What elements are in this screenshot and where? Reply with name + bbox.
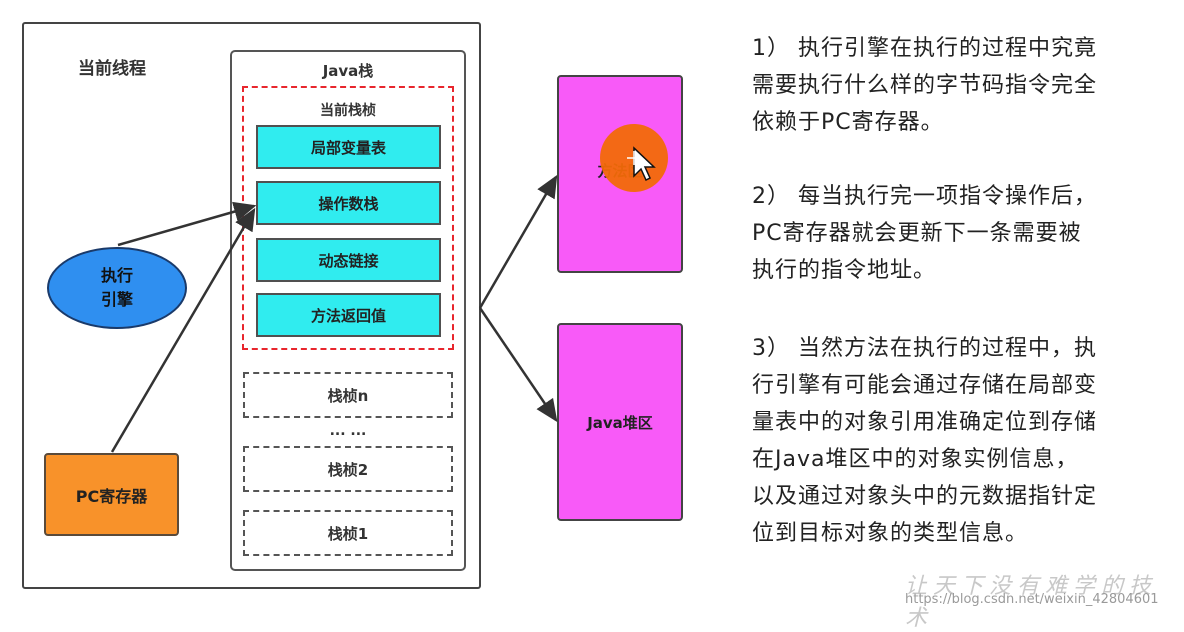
note-3-line: 位到目标对象的类型信息。 [752,521,1029,546]
note-2-line: 2） 每当执行完一项指令操作后， [752,184,1097,209]
note-3-line: 3） 当然方法在执行的过程中，执 [752,336,1097,361]
stack-to-heap-arrow [478,307,558,423]
operand-stack: 操作数栈 [256,181,441,225]
execution-engine-label-line1: 执行 [100,266,133,285]
note-3: 3） 当然方法在执行的过程中，执 行引擎有可能会通过存储在局部变 量表中的对象引… [752,330,1172,552]
execution-engine: 执行 引擎 [47,247,187,329]
current-frame-title: 当前栈桢 [320,103,376,119]
execution-engine-label-line2: 引擎 [100,290,133,309]
note-2: 2） 每当执行完一项指令操作后， PC寄存器就会更新下一条需要被 执行的指令地址… [752,178,1172,289]
note-1-line: 依赖于PC寄存器。 [752,110,944,135]
arrows-layer [110,146,656,453]
note-3-line: 量表中的对象引用准确定位到存储 [752,410,1098,435]
note-3-line: 在Java堆区中的对象实例信息， [752,447,1079,472]
dynamic-linking: 动态链接 [256,238,441,282]
pc-register: PC寄存器 [44,453,179,536]
local-variable-table: 局部变量表 [256,125,441,169]
current-thread-title: 当前线程 [78,59,146,79]
note-1: 1） 执行引擎在执行的过程中究竟 需要执行什么样的字节码指令完全 依赖于PC寄存… [752,30,1172,141]
java-heap: Java堆区 [557,323,683,521]
note-1-line: 需要执行什么样的字节码指令完全 [752,73,1098,98]
note-2-line: 执行的指令地址。 [752,258,937,283]
return-address: 方法返回值 [256,293,441,337]
watermark-url: https://blog.csdn.net/weixin_42804601 [905,592,1159,607]
note-1-line: 1） 执行引擎在执行的过程中究竟 [752,36,1097,61]
frame-ellipsis: ... ... [329,423,367,439]
java-stack-title: Java栈 [322,62,374,80]
note-3-line: 行引擎有可能会通过存储在局部变 [752,373,1098,398]
note-3-line: 以及通过对象头中的元数据指针定 [752,484,1098,509]
frame-n: 栈桢n [243,372,453,418]
pc-to-operand-arrow [110,207,256,453]
frame-1: 栈桢1 [243,510,453,556]
note-2-line: PC寄存器就会更新下一条需要被 [752,221,1082,246]
frame-2: 栈桢2 [243,446,453,492]
move-cursor-icon [627,146,656,182]
engine-to-operand-arrow [117,201,257,247]
stack-to-method-area-arrow [478,174,558,309]
